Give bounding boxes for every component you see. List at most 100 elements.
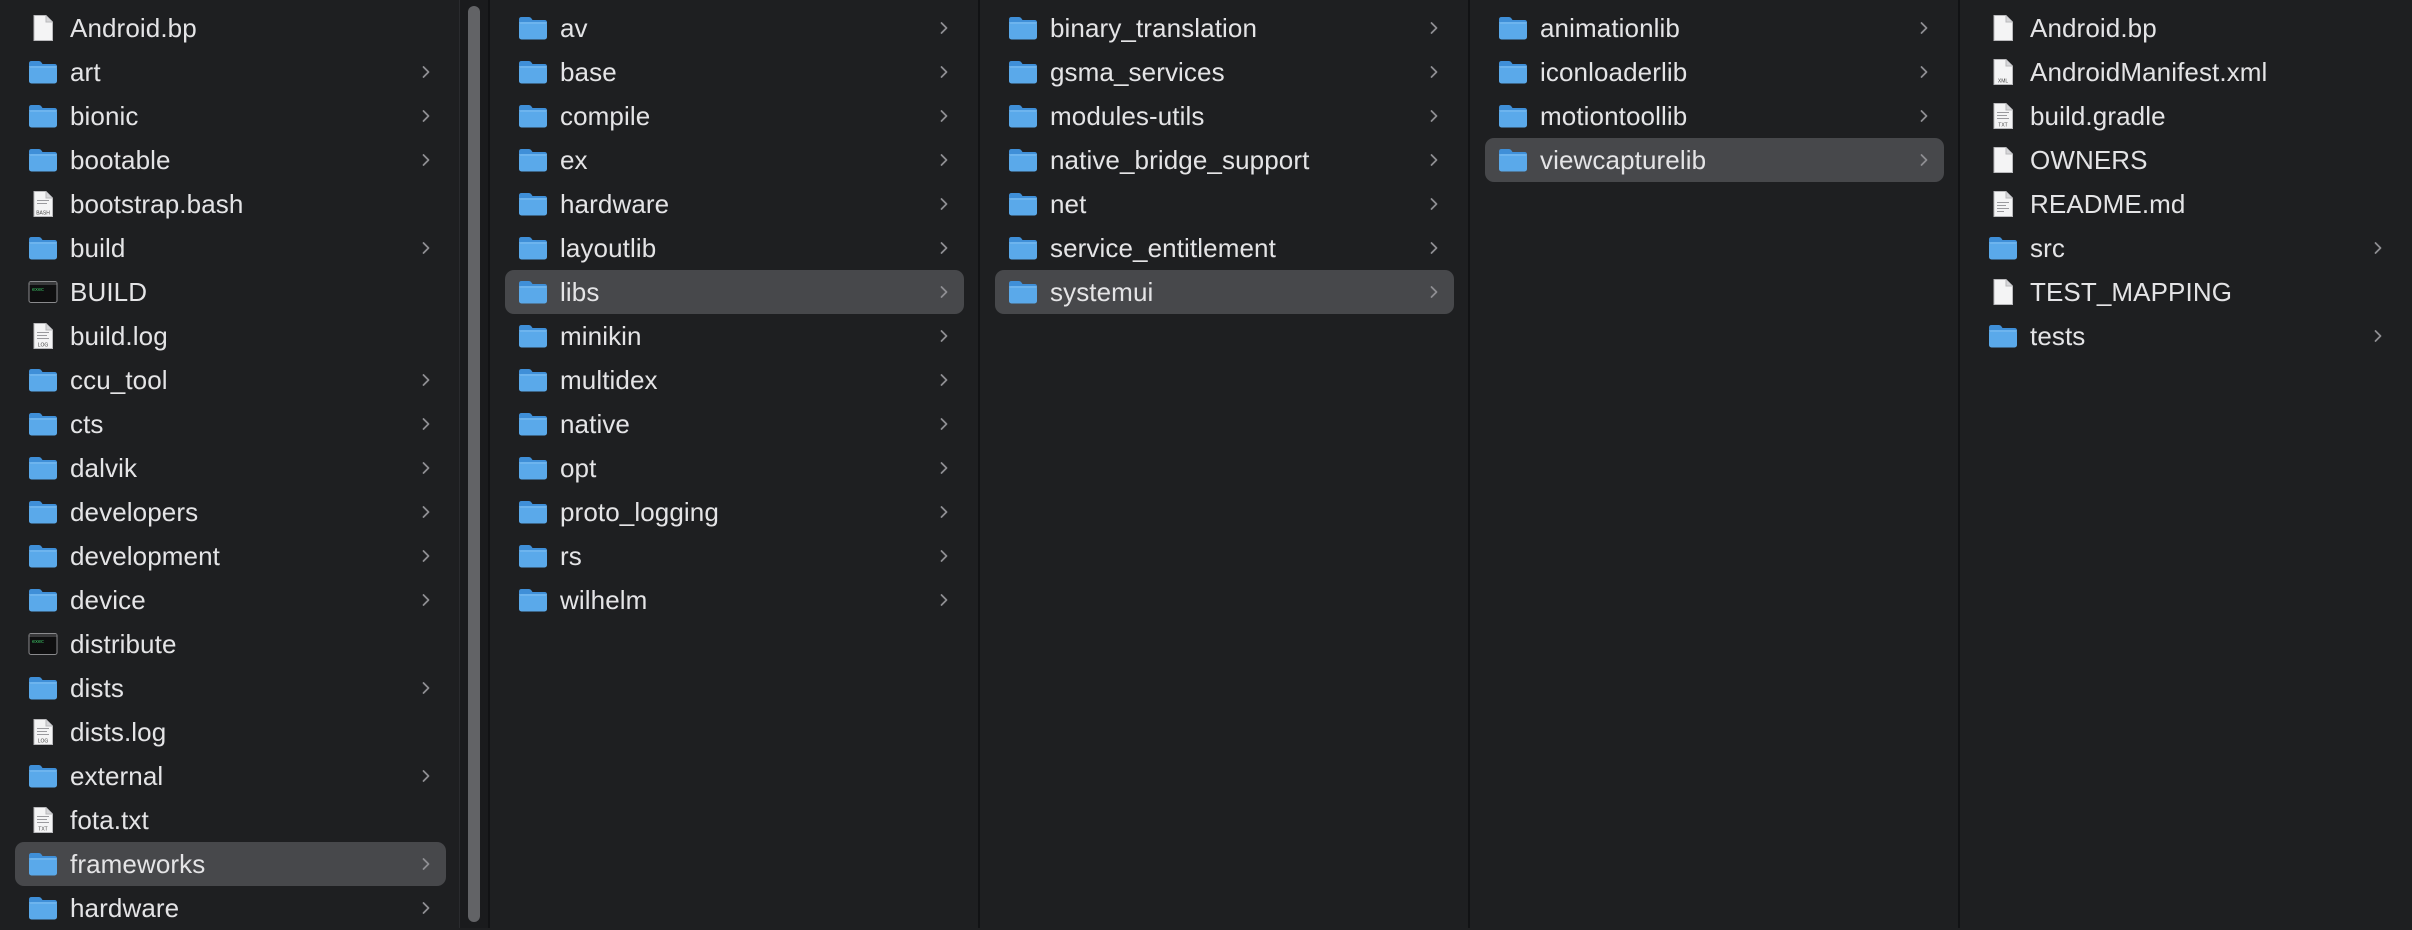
folder-row[interactable]: bootable [15, 138, 446, 182]
folder-icon [1988, 322, 2018, 350]
folder-row[interactable]: av [505, 6, 964, 50]
folder-row[interactable]: service_entitlement [995, 226, 1454, 270]
folder-icon [1008, 190, 1038, 218]
folder-row[interactable]: compile [505, 94, 964, 138]
chevron-right-icon [420, 371, 432, 389]
folder-row[interactable]: external [15, 754, 446, 798]
folder-icon [28, 102, 58, 130]
item-label: dalvik [70, 452, 138, 483]
folder-icon [518, 366, 548, 394]
item-label: tests [2030, 320, 2086, 351]
folder-row[interactable]: libs [505, 270, 964, 314]
folder-icon [1008, 58, 1038, 86]
document-icon [28, 14, 58, 42]
folder-row[interactable]: wilhelm [505, 578, 964, 622]
folder-row[interactable]: art [15, 50, 446, 94]
chevron-right-icon [1428, 195, 1440, 213]
folder-row[interactable]: multidex [505, 358, 964, 402]
svg-text:TXT: TXT [38, 827, 47, 833]
chevron-right-icon [938, 107, 950, 125]
folder-row[interactable]: ex [505, 138, 964, 182]
folder-row[interactable]: proto_logging [505, 490, 964, 534]
folder-row[interactable]: hardware [15, 886, 446, 930]
folder-icon [518, 586, 548, 614]
chevron-right-icon [420, 899, 432, 917]
folder-row[interactable]: native [505, 402, 964, 446]
folder-row[interactable]: tests [1975, 314, 2398, 358]
file-row[interactable]: TEST_MAPPING [1975, 270, 2398, 314]
item-label: art [70, 56, 101, 87]
folder-row[interactable]: device [15, 578, 446, 622]
chevron-right-icon [1918, 107, 1930, 125]
chevron-right-icon [1428, 239, 1440, 257]
item-label: compile [560, 100, 651, 131]
folder-row[interactable]: native_bridge_support [995, 138, 1454, 182]
vertical-scrollbar[interactable] [459, 0, 488, 928]
folder-row[interactable]: animationlib [1485, 6, 1944, 50]
folder-icon [1988, 234, 2018, 262]
chevron-right-icon [1428, 19, 1440, 37]
folder-row[interactable]: base [505, 50, 964, 94]
folder-row[interactable]: viewcapturelib [1485, 138, 1944, 182]
folder-row[interactable]: motiontoollib [1485, 94, 1944, 138]
finder-column-libs[interactable]: binary_translation gsma_services modules-u… [980, 0, 1470, 928]
file-row[interactable]: OWNERS [1975, 138, 2398, 182]
folder-icon [28, 366, 58, 394]
file-row[interactable]: Android.bp [1975, 6, 2398, 50]
chevron-right-icon [938, 327, 950, 345]
folder-row[interactable]: minikin [505, 314, 964, 358]
folder-icon [518, 190, 548, 218]
folder-row[interactable]: gsma_services [995, 50, 1454, 94]
folder-row[interactable]: rs [505, 534, 964, 578]
item-label: hardware [560, 188, 670, 219]
folder-row[interactable]: developers [15, 490, 446, 534]
folder-row[interactable]: dalvik [15, 446, 446, 490]
folder-row[interactable]: cts [15, 402, 446, 446]
chevron-right-icon [420, 415, 432, 433]
folder-row[interactable]: frameworks [15, 842, 446, 886]
folder-row[interactable]: ccu_tool [15, 358, 446, 402]
folder-row[interactable]: systemui [995, 270, 1454, 314]
file-row[interactable]: README.md [1975, 182, 2398, 226]
item-label: wilhelm [560, 584, 648, 615]
folder-row[interactable]: binary_translation [995, 6, 1454, 50]
folder-icon [518, 14, 548, 42]
item-label: net [1050, 188, 1087, 219]
folder-row[interactable]: opt [505, 446, 964, 490]
folder-row[interactable]: bionic [15, 94, 446, 138]
item-label: gsma_services [1050, 56, 1225, 87]
folder-row[interactable]: iconloaderlib [1485, 50, 1944, 94]
file-row[interactable]: Android.bp [15, 6, 446, 50]
item-label: build [70, 232, 126, 263]
chevron-right-icon [938, 239, 950, 257]
chevron-right-icon [1428, 151, 1440, 169]
item-label: native [560, 408, 630, 439]
folder-row[interactable]: hardware [505, 182, 964, 226]
folder-row[interactable]: src [1975, 226, 2398, 270]
item-label: multidex [560, 364, 658, 395]
document-icon [1988, 14, 2018, 42]
folder-icon [1498, 102, 1528, 130]
folder-row[interactable]: net [995, 182, 1454, 226]
folder-row[interactable]: layoutlib [505, 226, 964, 270]
scrollbar-thumb[interactable] [468, 6, 480, 922]
folder-row[interactable]: build [15, 226, 446, 270]
item-label: development [70, 540, 220, 571]
folder-row[interactable]: modules-utils [995, 94, 1454, 138]
folder-row[interactable]: dists [15, 666, 446, 710]
folder-icon [28, 674, 58, 702]
folder-row[interactable]: development [15, 534, 446, 578]
chevron-right-icon [420, 63, 432, 81]
